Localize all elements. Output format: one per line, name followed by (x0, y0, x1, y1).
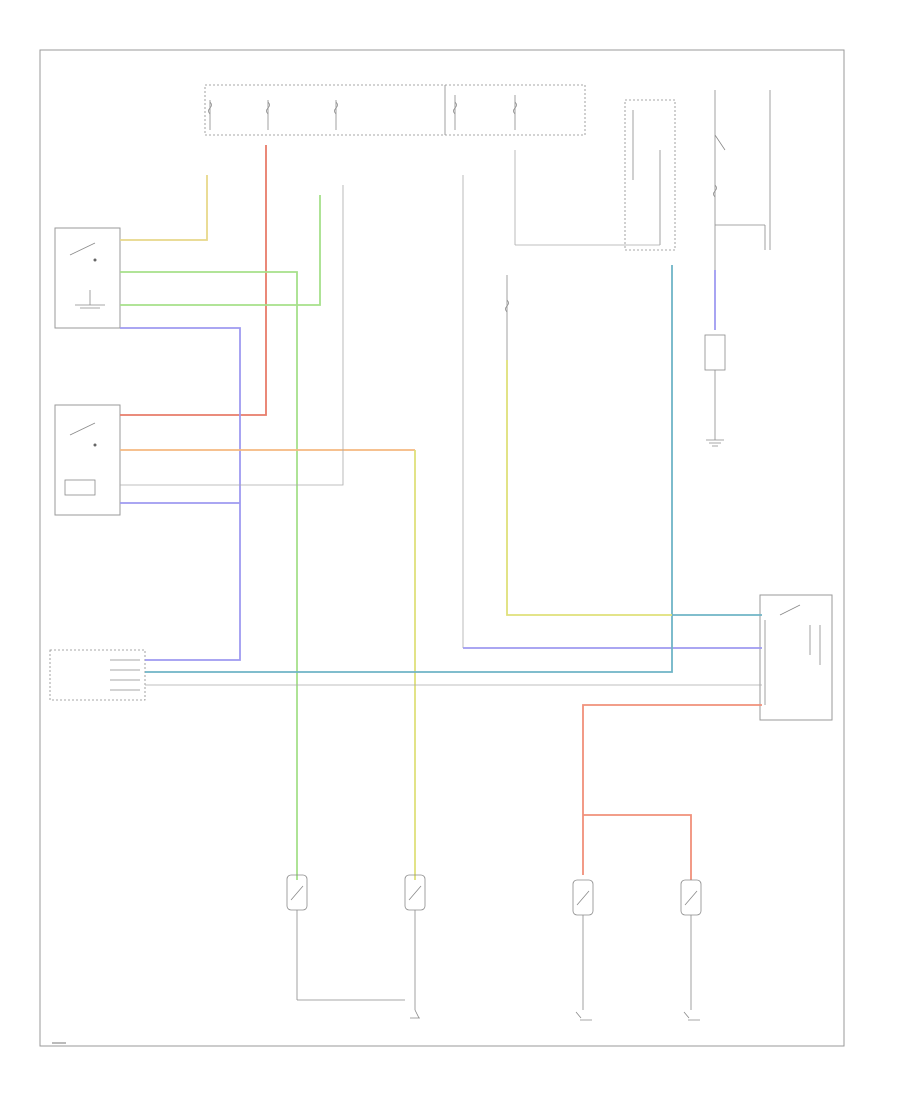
left-switch-upper (54, 227, 121, 329)
sensor-right-heater (404, 874, 426, 1010)
sensor-heater-3 (572, 879, 594, 1021)
wire-teal (145, 265, 673, 673)
center-relay (505, 150, 660, 360)
control-module (49, 649, 146, 701)
wire-salmon (582, 704, 762, 875)
wire-green-long (120, 271, 298, 880)
wire-green-upper (120, 195, 321, 306)
wire-yellow-1 (120, 175, 208, 241)
wire-salmon-2 (583, 814, 692, 880)
sensor-left-heater (286, 874, 308, 1000)
diagram-frame (39, 49, 845, 1047)
left-switch-lower (54, 404, 121, 516)
top-fuse-panel (204, 84, 586, 136)
ground-symbol-1 (410, 1009, 420, 1019)
right-power-block (624, 90, 771, 447)
right-relay-module (759, 594, 833, 721)
wire-red (120, 145, 267, 416)
wire-blue (120, 327, 241, 661)
wire-yellow-center (506, 360, 672, 616)
wire-grey-1 (120, 185, 344, 486)
sensor-heater-4 (680, 879, 702, 1021)
